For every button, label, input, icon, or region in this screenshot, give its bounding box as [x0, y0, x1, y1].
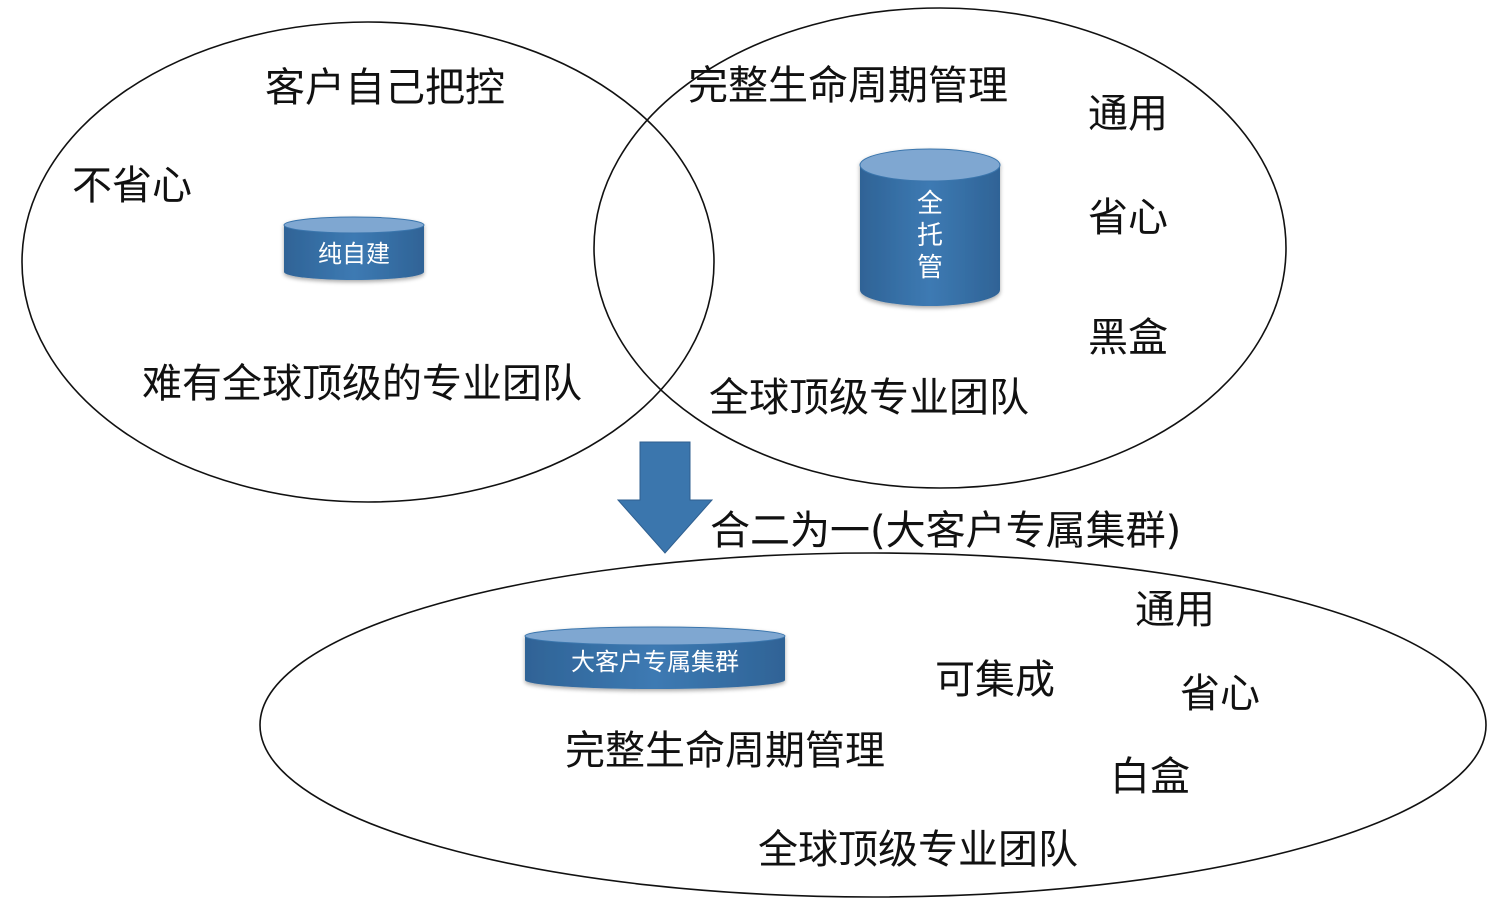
right-cylinder [859, 148, 1001, 306]
bottom-cylinder-label: 大客户专属集群 [571, 648, 739, 676]
left-text-no-team: 难有全球顶级的专业团队 [142, 361, 582, 407]
bottom-text-general: 通用 [1135, 587, 1215, 633]
bottom-text-integrable: 可集成 [935, 657, 1055, 703]
right-text-blackbox: 黑盒 [1088, 315, 1168, 361]
right-text-easy: 省心 [1088, 195, 1168, 241]
down-arrow-icon [616, 441, 714, 554]
bottom-text-top-team: 全球顶级专业团队 [758, 827, 1078, 873]
right-text-top-team: 全球顶级专业团队 [709, 375, 1029, 421]
left-text-not-easy: 不省心 [72, 163, 192, 209]
bottom-text-lifecycle: 完整生命周期管理 [565, 728, 885, 774]
left-cylinder [283, 216, 425, 280]
left-ellipse [21, 21, 715, 503]
right-text-general: 通用 [1088, 91, 1168, 137]
right-text-lifecycle: 完整生命周期管理 [688, 63, 1008, 109]
right-cylinder-label: 全托管 [916, 189, 943, 283]
merge-label: 合二为一(大客户专属集群) [710, 508, 1182, 554]
left-text-control: 客户自己把控 [265, 65, 505, 111]
bottom-text-whitebox: 白盒 [1110, 754, 1190, 800]
bottom-cylinder [524, 626, 786, 689]
right-ellipse [593, 7, 1287, 489]
bottom-ellipse [259, 552, 1487, 898]
bottom-text-easy: 省心 [1180, 671, 1260, 717]
left-cylinder-label: 纯自建 [318, 240, 390, 268]
